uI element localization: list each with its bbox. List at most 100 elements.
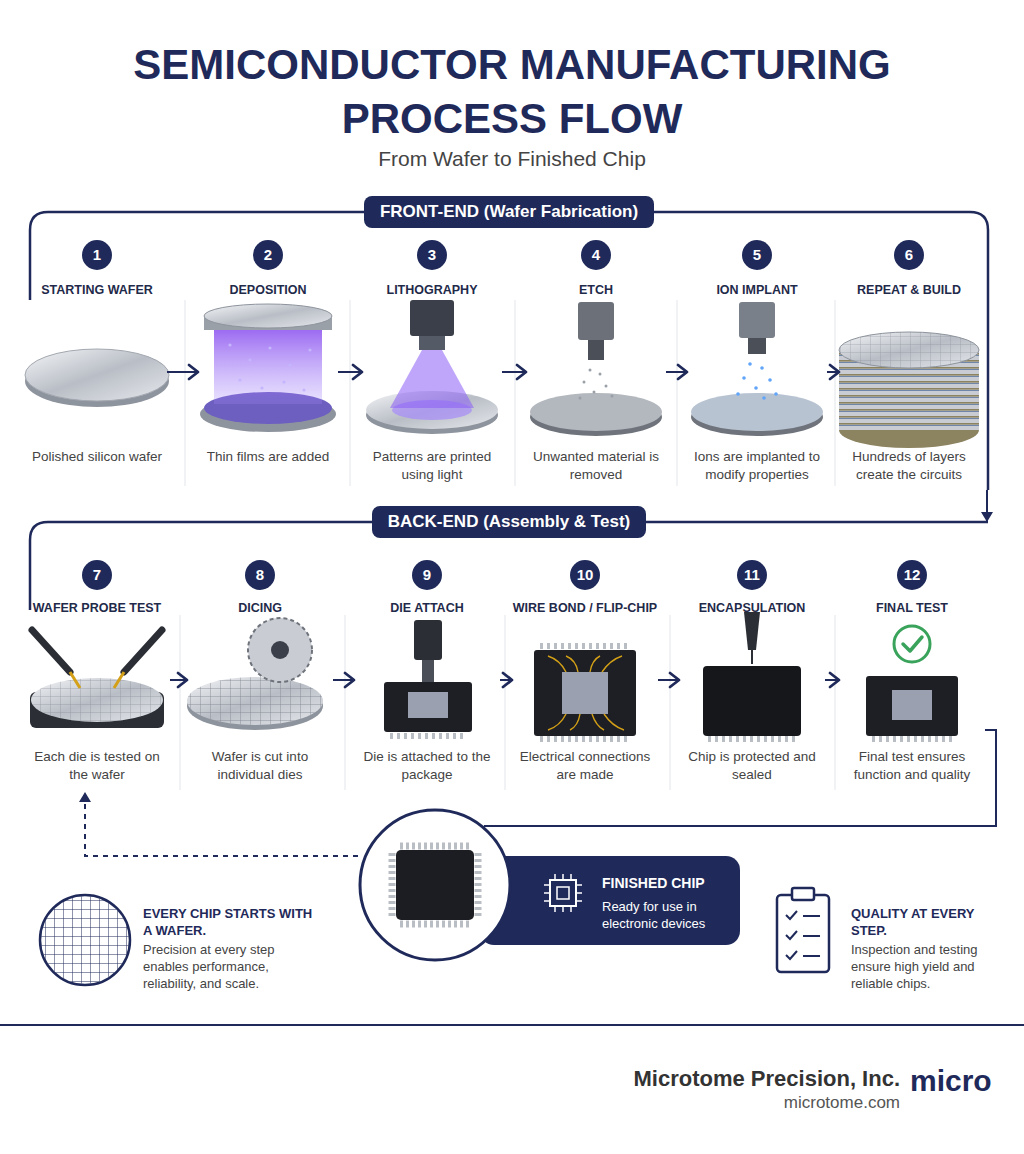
- process-step: 5ION IMPLANT Ions are implanted to modify…: [687, 240, 827, 492]
- clipboard-icon: [777, 888, 829, 972]
- step-number: 5: [742, 240, 772, 270]
- process-step: 3LITHOGRAPHY Patterns are printed using l…: [362, 240, 502, 492]
- arrow-head: [345, 673, 354, 687]
- flow-connector: [167, 365, 198, 379]
- step-description: Chip is protected and sealed: [679, 748, 825, 784]
- arrow-head: [678, 365, 687, 379]
- callout-body: Ready for use in electronic devices: [602, 898, 733, 932]
- step-description: Electrical connections are made: [512, 748, 658, 784]
- process-step: 2DEPOSITIONThin films are added: [198, 240, 338, 474]
- wire-bond-illustration: [534, 646, 636, 739]
- step-number: 8: [245, 560, 275, 590]
- step-number: 9: [412, 560, 442, 590]
- process-step: 10WIRE BOND / FLIP-CHIP Electrical connec…: [512, 560, 658, 792]
- step-heading: ENCAPSULATION: [679, 600, 825, 616]
- note-heading: EVERY CHIP STARTS WITH A WAFER.: [143, 905, 321, 939]
- dicing-saw-illustration: [187, 618, 323, 730]
- diagram-subtitle: From Wafer to Finished Chip: [112, 146, 912, 172]
- front-end-frame: [30, 212, 988, 490]
- step-heading: REPEAT & BUILD: [839, 282, 979, 298]
- step-heading: DIE ATTACH: [354, 600, 500, 616]
- flow-connector: [500, 673, 512, 687]
- flow-connector: [484, 730, 996, 826]
- arrow-head: [503, 673, 512, 687]
- step-heading: DICING: [187, 600, 333, 616]
- flow-connector: [981, 490, 993, 522]
- step-number: 10: [570, 560, 600, 590]
- arrow-head: [830, 673, 839, 687]
- lithography-illustration: [366, 300, 498, 434]
- flow-connector: [827, 365, 839, 379]
- step-heading: FINAL TEST: [839, 600, 985, 616]
- process-step: 8DICING Wafer is cut into individual dies: [187, 560, 333, 792]
- finished-chip-shape: [358, 826, 743, 962]
- arrow-head: [830, 365, 839, 379]
- etch-illustration: [530, 302, 662, 436]
- logo-text: micro: [910, 1064, 1020, 1098]
- section-frame: BACK-END (Assembly & Test)7WAFER PROBE T…: [30, 522, 988, 794]
- step-description: Final test ensures function and quality: [839, 748, 985, 784]
- wafer-illustration: [25, 349, 169, 407]
- process-step: 6REPEAT & BUILDHundreds of layers create…: [839, 240, 979, 492]
- process-step: 1STARTING WAFERPolished silicon wafer: [27, 240, 167, 474]
- connector-line: [338, 371, 362, 373]
- wafer-stack-illustration: [839, 332, 979, 448]
- arrow-head: [670, 673, 679, 687]
- flow-connector: [658, 673, 679, 687]
- flow-connector: [333, 673, 354, 687]
- company-url: microtome.com: [520, 1093, 900, 1113]
- process-step: 7WAFER PROBE TESTEach die is tested on t…: [24, 560, 170, 792]
- step-heading: WIRE BOND / FLIP-CHIP: [512, 600, 658, 616]
- step-number: 6: [894, 240, 924, 270]
- step-heading: LITHOGRAPHY: [362, 282, 502, 298]
- step-number: 4: [581, 240, 611, 270]
- flow-connector: [338, 365, 362, 379]
- step-heading: ION IMPLANT: [687, 282, 827, 298]
- column-separators: [180, 300, 835, 790]
- probe-station-illustration: [30, 630, 164, 728]
- step-description: Wafer is cut into individual dies: [187, 748, 333, 784]
- connector-line: [85, 792, 358, 856]
- arrow-head: [178, 673, 187, 687]
- step-heading: WAFER PROBE TEST: [24, 600, 170, 616]
- connector-line: [502, 371, 526, 373]
- finished-chip-callout: FINISHED CHIP Ready for use in electronic…: [358, 826, 743, 962]
- company-name: Microtome Precision, Inc.: [520, 1066, 900, 1092]
- flow-connector: [79, 792, 358, 856]
- process-step: 4ETCH Unwanted material is removed: [526, 240, 666, 492]
- callout-heading: FINISHED CHIP: [602, 874, 737, 892]
- process-step: 11ENCAPSULATION Chip is protected and sea…: [679, 560, 825, 792]
- process-step: 12FINAL TESTFinal test ensures function …: [839, 560, 985, 792]
- step-description: Unwanted material is removed: [526, 448, 666, 484]
- step-description: Each die is tested on the wafer: [24, 748, 170, 784]
- step-heading: DEPOSITION: [198, 282, 338, 298]
- note-text: Inspection and testing ensure high yield…: [851, 941, 1013, 992]
- diagram-title: SEMICONDUCTOR MANUFACTURING PROCESS FLOW: [82, 38, 942, 146]
- step-heading: STARTING WAFER: [27, 282, 167, 298]
- die-attach-illustration: [384, 620, 472, 736]
- wafer-icon: [40, 895, 130, 985]
- flow-connector: [502, 365, 526, 379]
- flow-connector: [170, 673, 187, 687]
- step-number: 2: [253, 240, 283, 270]
- step-description: Polished silicon wafer: [27, 448, 167, 466]
- step-description: Ions are implanted to modify properties: [687, 448, 827, 484]
- arrow-head: [353, 365, 362, 379]
- arrow-head: [517, 365, 526, 379]
- flow-connector: [666, 365, 687, 379]
- note-heading: QUALITY AT EVERY STEP.: [851, 905, 1001, 939]
- step-heading: ETCH: [526, 282, 666, 298]
- step-number: 11: [737, 560, 767, 590]
- deposition-chamber-illustration: [200, 304, 336, 432]
- step-description: Patterns are printed using light: [362, 448, 502, 484]
- footer-rule: [0, 1024, 1024, 1026]
- arrow-head: [189, 365, 198, 379]
- encapsulation-illustration: [703, 612, 801, 739]
- step-description: Die is attached to the package: [354, 748, 500, 784]
- step-number: 3: [417, 240, 447, 270]
- section-frame: FRONT-END (Wafer Fabrication)1STARTING W…: [30, 212, 988, 490]
- arrow-head: [981, 512, 993, 522]
- flow-connector: [825, 673, 839, 687]
- section-label: FRONT-END (Wafer Fabrication): [364, 196, 654, 228]
